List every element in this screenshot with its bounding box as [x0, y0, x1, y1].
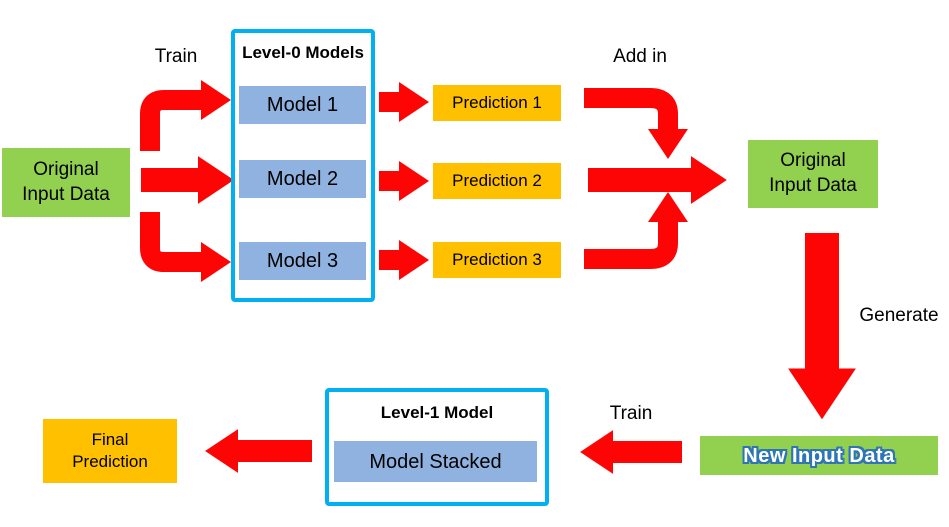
arrow-prediction1-addin — [584, 88, 688, 159]
model-2-box: Model 2 — [239, 160, 366, 198]
new-input-data-box: New Input Data — [700, 436, 938, 475]
arrow-prediction3-addin — [584, 192, 688, 269]
new-input-data-label: New Input Data — [743, 444, 895, 467]
original-input-data-right-box: Original Input Data — [748, 140, 878, 208]
arrow-train-to-model3 — [140, 212, 231, 282]
level1-model-title: Level-1 Model — [380, 403, 494, 422]
original-input-data-left-box: Original Input Data — [2, 148, 130, 217]
level0-models-title: Level-0 Models — [242, 43, 364, 62]
prediction-2-box: Prediction 2 — [433, 163, 561, 199]
model-1-box: Model 1 — [239, 86, 366, 124]
prediction-3-box: Prediction 3 — [433, 242, 561, 278]
model-3-box: Model 3 — [239, 242, 366, 280]
level0-models-frame — [231, 29, 375, 302]
level1-model-frame — [325, 388, 549, 506]
final-prediction-box: Final Prediction — [43, 419, 177, 483]
prediction-1-box: Prediction 1 — [433, 85, 561, 121]
add-in-label: Add in — [613, 46, 667, 67]
train-top-label: Train — [154, 46, 198, 67]
generate-label: Generate — [859, 305, 939, 326]
arrow-train-to-model1 — [140, 80, 231, 151]
model-stacked-box: Model Stacked — [334, 441, 537, 482]
train-bottom-label: Train — [609, 403, 653, 424]
